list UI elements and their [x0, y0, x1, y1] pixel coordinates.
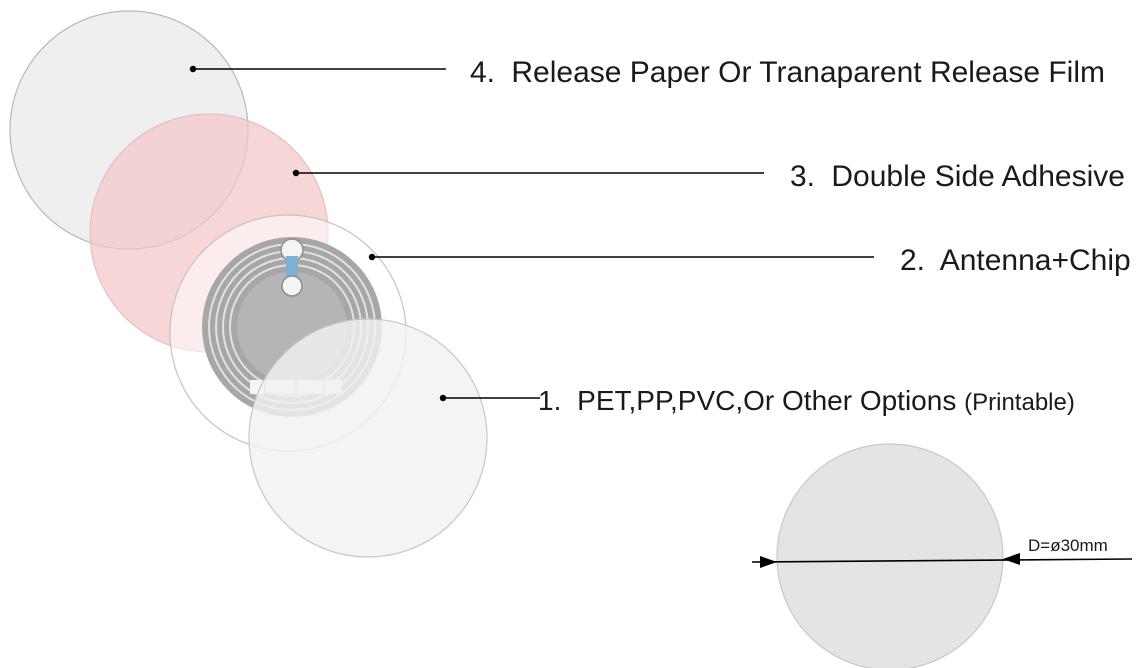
dimension-line — [751, 558, 1133, 563]
callout-1 — [439, 394, 540, 402]
layer-2-label: 2. Antenna+Chip — [900, 244, 1131, 277]
layer-1-number: 1. — [538, 385, 561, 416]
callout-4 — [189, 65, 446, 73]
callout-3 — [292, 169, 764, 177]
callout-2 — [368, 253, 874, 261]
layer-3-label: 3. Double Side Adhesive — [790, 160, 1125, 193]
dimension-disc — [776, 443, 1004, 668]
dimension-arrow-right-icon — [1003, 553, 1020, 565]
dimension-drawing: D=ø30mm — [751, 443, 1133, 668]
layer-2-text: Antenna+Chip — [940, 244, 1131, 277]
chip-pad — [281, 275, 303, 297]
dimension-arrow-left-icon — [760, 556, 777, 568]
layer-4-text: Release Paper Or Tranaparent Release Fil… — [511, 56, 1105, 89]
layer-3-number: 3. — [790, 160, 815, 193]
face-film-disc — [248, 318, 488, 558]
layer-1-suffix: (Printable) — [964, 389, 1075, 416]
layer-4-number: 4. — [470, 56, 495, 89]
layer-1-label: 1. PET,PP,PVC,Or Other Options (Printabl… — [538, 385, 1075, 416]
layer-3-text: Double Side Adhesive — [831, 160, 1125, 193]
dimension-label: D=ø30mm — [1028, 536, 1108, 555]
layer-2-number: 2. — [900, 244, 925, 277]
layer-1-text: PET,PP,PVC,Or Other Options — [577, 385, 956, 416]
layer-4-label: 4. Release Paper Or Tranaparent Release … — [470, 56, 1105, 89]
